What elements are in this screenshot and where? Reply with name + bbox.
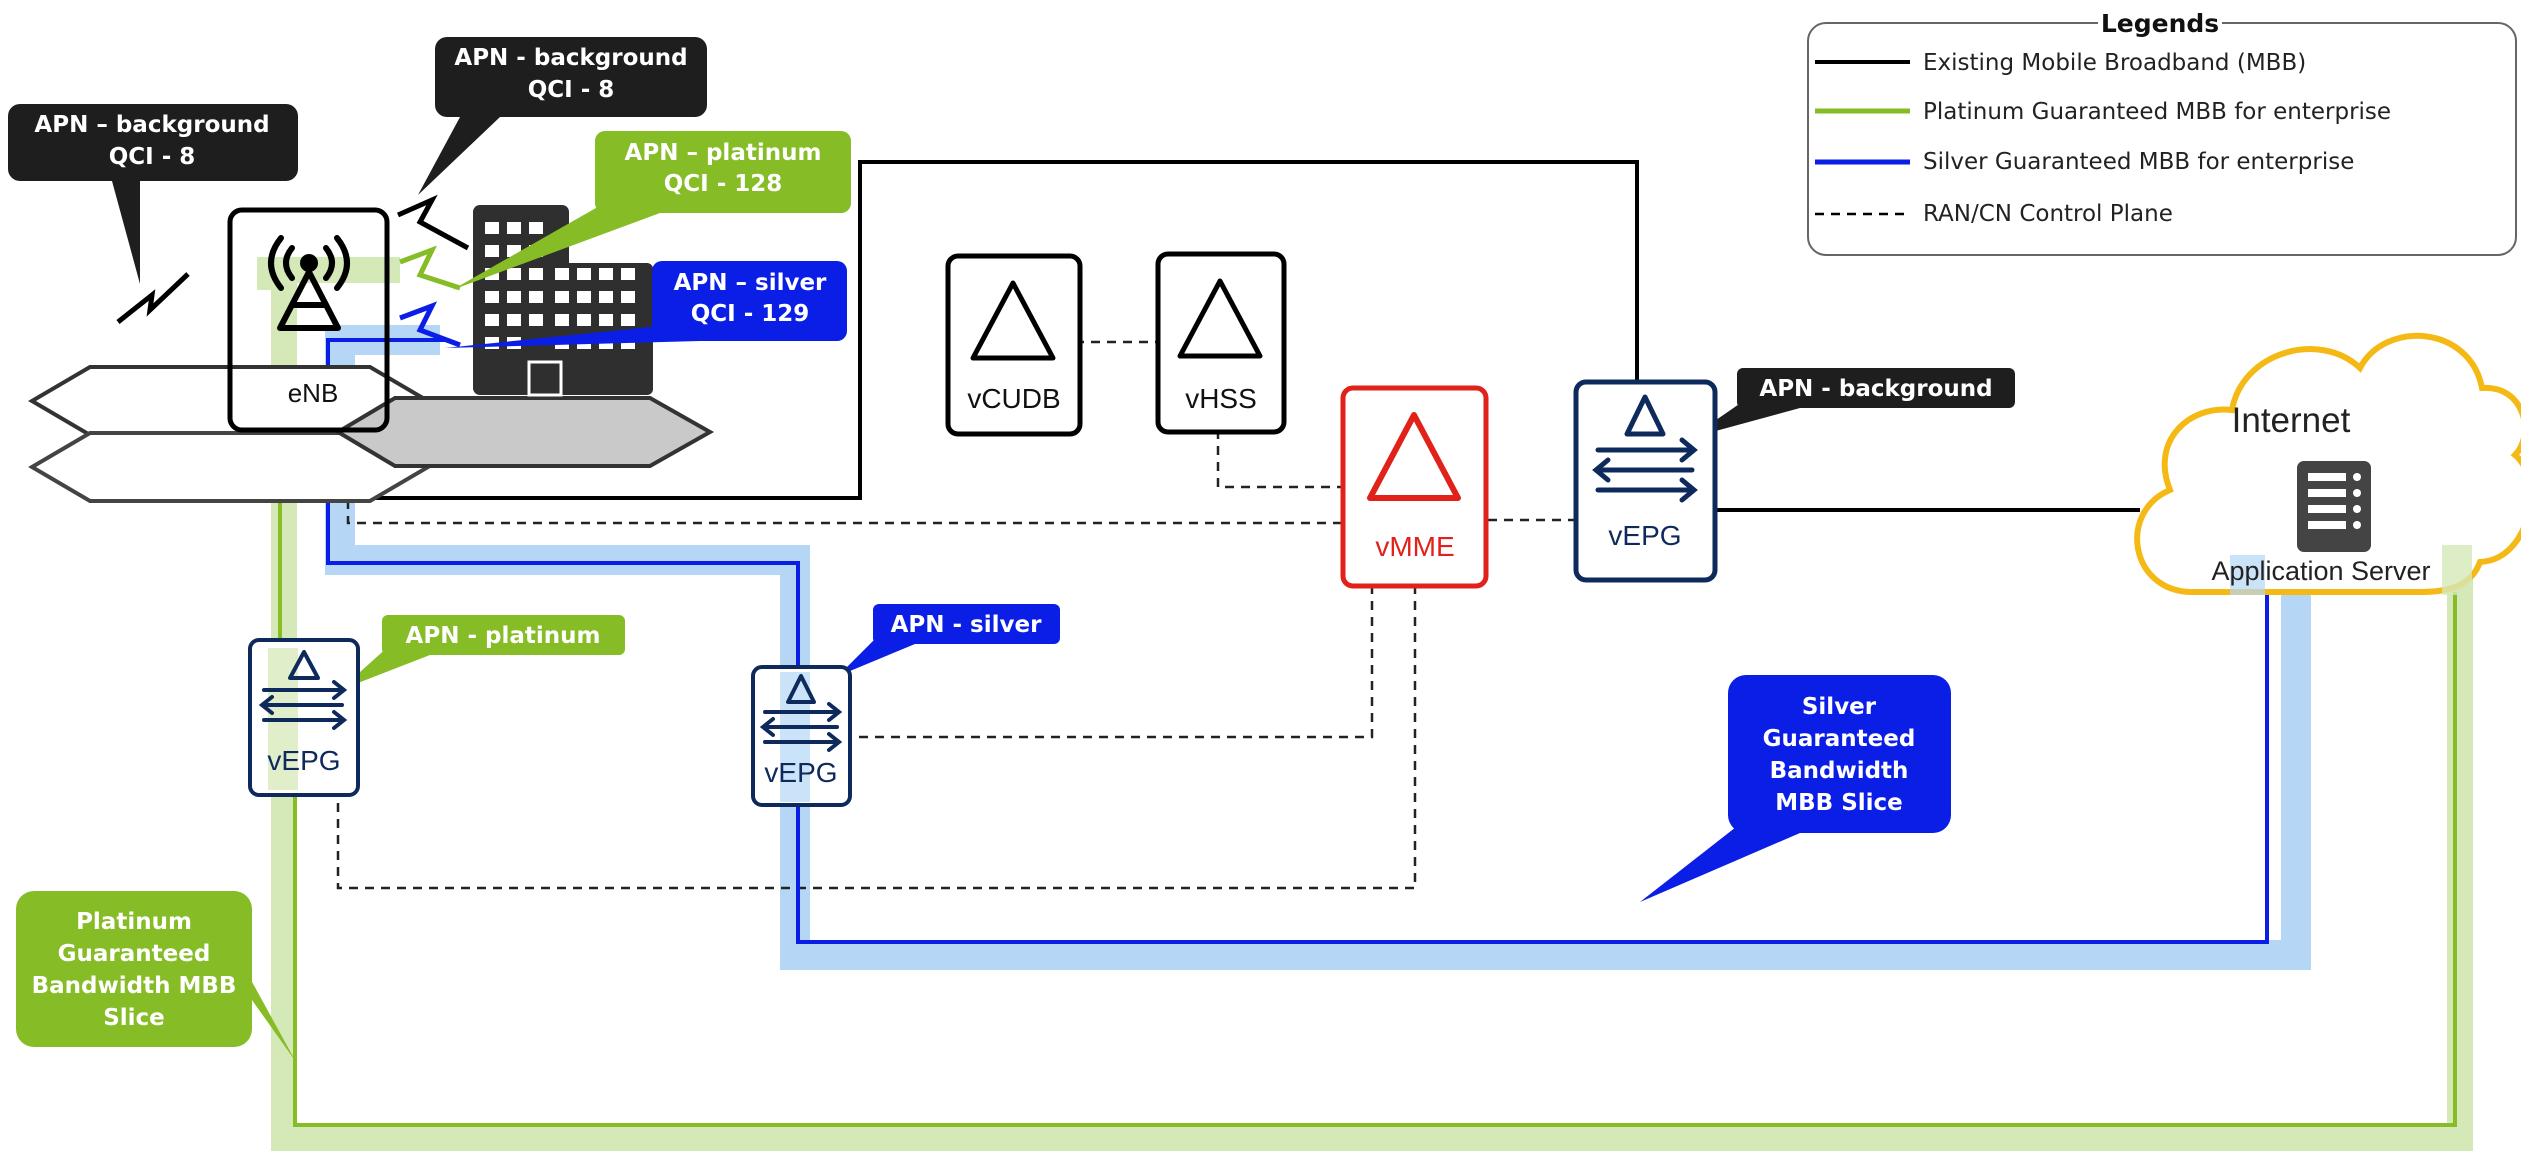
slice-line1: Silver xyxy=(1802,694,1877,720)
ran-platform-hexagons xyxy=(28,365,715,503)
callout-apn-background-top: APN - background QCI - 8 xyxy=(418,37,707,195)
vmme-node[interactable]: vMME xyxy=(1340,385,1489,589)
callout-line2: QCI - 8 xyxy=(528,77,615,103)
internet-label: Internet xyxy=(2232,401,2351,440)
legend-title: Legends xyxy=(2101,9,2219,38)
slice-line4: MBB Slice xyxy=(1775,790,1903,816)
vhss-node[interactable]: vHSS xyxy=(1155,251,1287,435)
vepg-platinum-node[interactable]: vEPG xyxy=(248,638,360,797)
legend: Legends Existing Mobile Broadband (MBB) … xyxy=(1807,8,2517,256)
callout-line2: QCI - 128 xyxy=(664,171,783,197)
legend-item-mbb: Existing Mobile Broadband (MBB) xyxy=(1923,50,2306,76)
radio-tower-icon xyxy=(268,235,350,331)
callout-apn-background-left: APN – background QCI - 8 xyxy=(8,104,298,284)
gateway-icon xyxy=(258,650,348,730)
vmme-label: vMME xyxy=(1375,531,1454,562)
application-server-label: Application Server xyxy=(2211,556,2430,586)
slice-line1: Platinum xyxy=(76,909,192,935)
gateway-icon xyxy=(1592,394,1698,503)
callout-text: APN - silver xyxy=(891,612,1043,638)
callout-apn-platinum-qci: APN – platinum QCI - 128 xyxy=(452,131,851,290)
callout-apn-background-vepg: APN - background xyxy=(1690,368,2015,438)
vcudb-node[interactable]: vCUDB xyxy=(945,253,1083,437)
callout-line1: APN – background xyxy=(34,112,269,138)
slice-line2: Guaranteed xyxy=(58,941,211,967)
vepg-label: vEPG xyxy=(1608,520,1681,551)
enb-label: eNB xyxy=(288,378,339,408)
vhss-label: vHSS xyxy=(1185,383,1257,414)
internet-cloud: Internet Application Server xyxy=(2134,332,2521,595)
callout-silver-slice: Silver Guaranteed Bandwidth MBB Slice xyxy=(1640,675,1951,902)
enb-node[interactable]: eNB xyxy=(227,207,390,433)
vepg-main-node[interactable]: vEPG xyxy=(1573,379,1718,583)
slice-line3: Bandwidth MBB xyxy=(32,973,237,999)
callout-line1: APN – silver xyxy=(674,270,827,296)
server-icon xyxy=(2297,461,2371,552)
vepg-label: vEPG xyxy=(764,757,837,788)
vepg-label: vEPG xyxy=(267,745,340,776)
callout-apn-silver: APN - silver xyxy=(838,604,1060,676)
callout-text: APN - platinum xyxy=(406,623,601,649)
callout-line1: APN – platinum xyxy=(625,140,822,166)
silver-line xyxy=(326,338,2269,944)
callout-text: APN - background xyxy=(1759,376,1992,402)
callout-line2: QCI - 8 xyxy=(109,144,196,170)
vcudb-label: vCUDB xyxy=(967,383,1060,414)
callout-apn-platinum: APN - platinum xyxy=(340,615,625,690)
legend-item-control-plane: RAN/CN Control Plane xyxy=(1923,201,2173,227)
slice-line4: Slice xyxy=(103,1005,165,1031)
platinum-line-lower xyxy=(293,592,2457,1127)
callout-platinum-slice: Platinum Guaranteed Bandwidth MBB Slice xyxy=(16,891,296,1062)
radio-link-icons xyxy=(116,194,470,348)
triangle-icon xyxy=(1177,278,1263,359)
legend-item-platinum: Platinum Guaranteed MBB for enterprise xyxy=(1923,99,2391,125)
vepg-silver-node[interactable]: vEPG xyxy=(751,665,852,807)
callout-line2: QCI - 129 xyxy=(691,301,810,327)
slice-line3: Bandwidth xyxy=(1770,758,1909,784)
callout-line1: APN - background xyxy=(454,45,687,71)
gateway-icon xyxy=(759,674,843,752)
callout-apn-silver-qci: APN – silver QCI - 129 xyxy=(445,261,847,348)
triangle-icon xyxy=(970,280,1056,361)
triangle-icon xyxy=(1367,412,1461,501)
slice-line2: Guaranteed xyxy=(1763,726,1916,752)
legend-item-silver: Silver Guaranteed MBB for enterprise xyxy=(1923,149,2354,175)
